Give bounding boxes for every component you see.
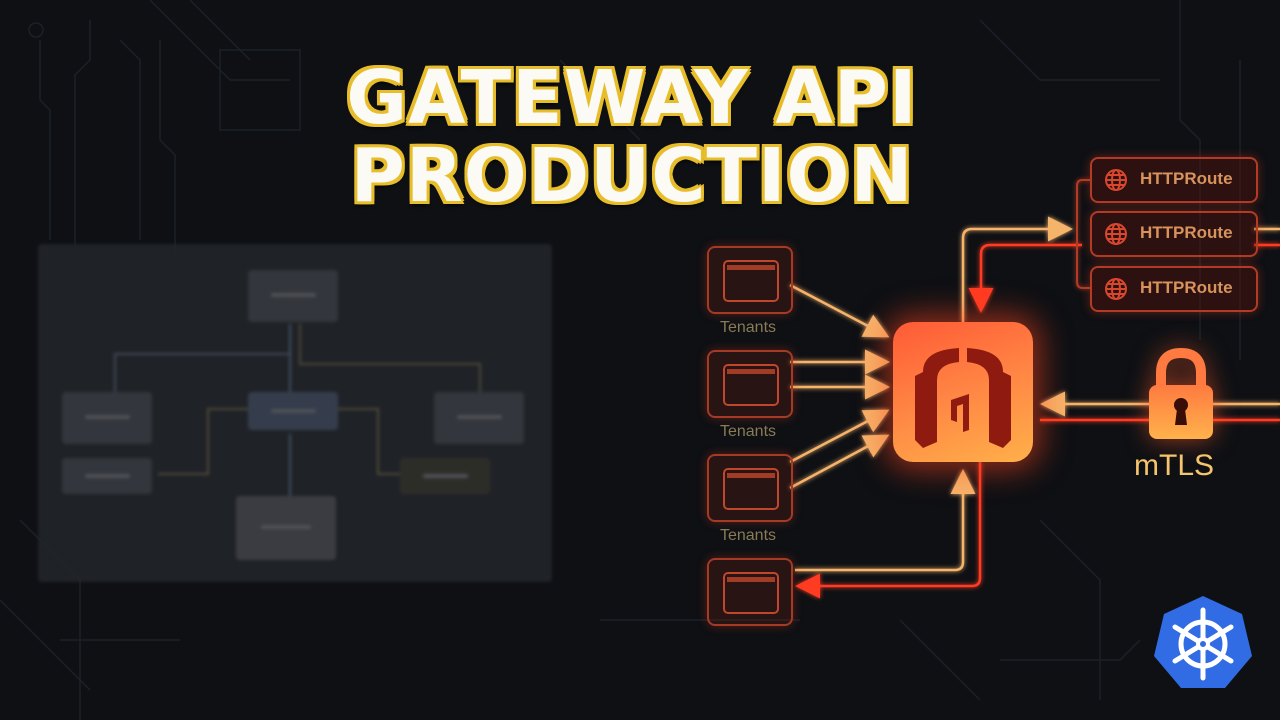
httproute-card-2[interactable]: HTTPRoute: [1090, 211, 1258, 257]
globe-icon: [1105, 223, 1127, 245]
tenant-card-4[interactable]: [707, 558, 793, 626]
tenant-label-3: Tenants: [719, 527, 777, 544]
title-line-1: GATEWAY API: [345, 55, 918, 141]
httproute-label: HTTPRoute: [1140, 278, 1233, 297]
browser-window-icon: [723, 468, 779, 510]
httproute-label: HTTPRoute: [1140, 223, 1233, 242]
kubernetes-helm-icon: [1154, 596, 1252, 688]
tenant-card-1[interactable]: [707, 246, 793, 314]
gateway-arch-icon: [915, 348, 1011, 448]
blurred-node-bottom: [236, 496, 336, 560]
httproute-label: HTTPRoute: [1140, 169, 1233, 188]
blurred-node-left-2: [62, 458, 152, 494]
browser-window-icon: [723, 364, 779, 406]
blurred-node-right-2: [400, 458, 490, 494]
blurred-node-top: [248, 270, 338, 322]
tenant-label-1: Tenants: [719, 319, 777, 336]
title-line-2: PRODUCTION: [349, 133, 914, 219]
browser-window-icon: [723, 260, 779, 302]
globe-icon: [1105, 169, 1127, 191]
tenant-card-3[interactable]: [707, 454, 793, 522]
browser-window-icon: [723, 572, 779, 614]
httproute-card-3[interactable]: HTTPRoute: [1090, 266, 1258, 312]
gateway-hub[interactable]: [893, 322, 1033, 462]
tenant-label-2: Tenants: [719, 423, 777, 440]
tenant-card-2[interactable]: [707, 350, 793, 418]
blurred-node-right-1: [434, 392, 524, 444]
httproute-card-1[interactable]: HTTPRoute: [1090, 157, 1258, 203]
padlock-icon: [1149, 347, 1213, 439]
blurred-node-left-1: [62, 392, 152, 444]
globe-icon: [1105, 278, 1127, 300]
mtls-label: mTLS: [1134, 449, 1215, 482]
blurred-architecture-diagram: [38, 244, 552, 582]
blurred-node-center: [248, 392, 338, 430]
